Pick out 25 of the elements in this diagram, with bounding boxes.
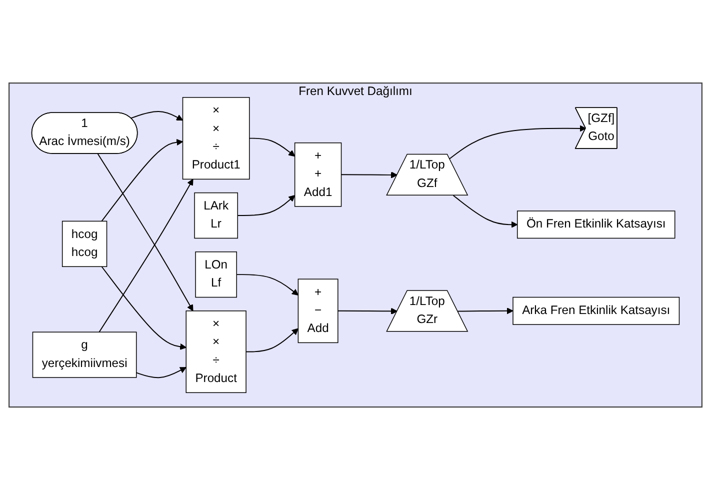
node-box: Arka Fren Etkinlik Katsayısı bbox=[512, 296, 680, 325]
arrow bbox=[457, 308, 514, 314]
arrow bbox=[337, 308, 398, 314]
node-box: + + Add1 bbox=[294, 142, 342, 207]
arrow bbox=[130, 111, 184, 121]
node-box: × × ÷ Product1 bbox=[182, 97, 250, 180]
node-box: LArk Lr bbox=[194, 192, 238, 239]
node-box: g yerçekimiivmesi bbox=[32, 332, 137, 378]
arrow bbox=[246, 328, 298, 352]
node-box: Ön Fren Etkinlik Katsayısı bbox=[516, 210, 676, 239]
arrow bbox=[452, 194, 518, 228]
arrow bbox=[97, 153, 194, 312]
arrow bbox=[449, 125, 586, 160]
node-box: hcog hcog bbox=[62, 220, 108, 267]
arrow bbox=[98, 178, 194, 333]
arrow bbox=[237, 194, 296, 216]
arrow bbox=[340, 172, 398, 178]
arrow bbox=[136, 367, 186, 378]
arrow bbox=[248, 138, 296, 157]
node-box: + − Add bbox=[298, 278, 338, 344]
arrow bbox=[101, 266, 186, 350]
node-box: LOn Lf bbox=[195, 251, 237, 298]
arrow bbox=[236, 274, 298, 296]
arrow bbox=[101, 138, 184, 222]
node-box: × × ÷ Product bbox=[186, 310, 246, 393]
